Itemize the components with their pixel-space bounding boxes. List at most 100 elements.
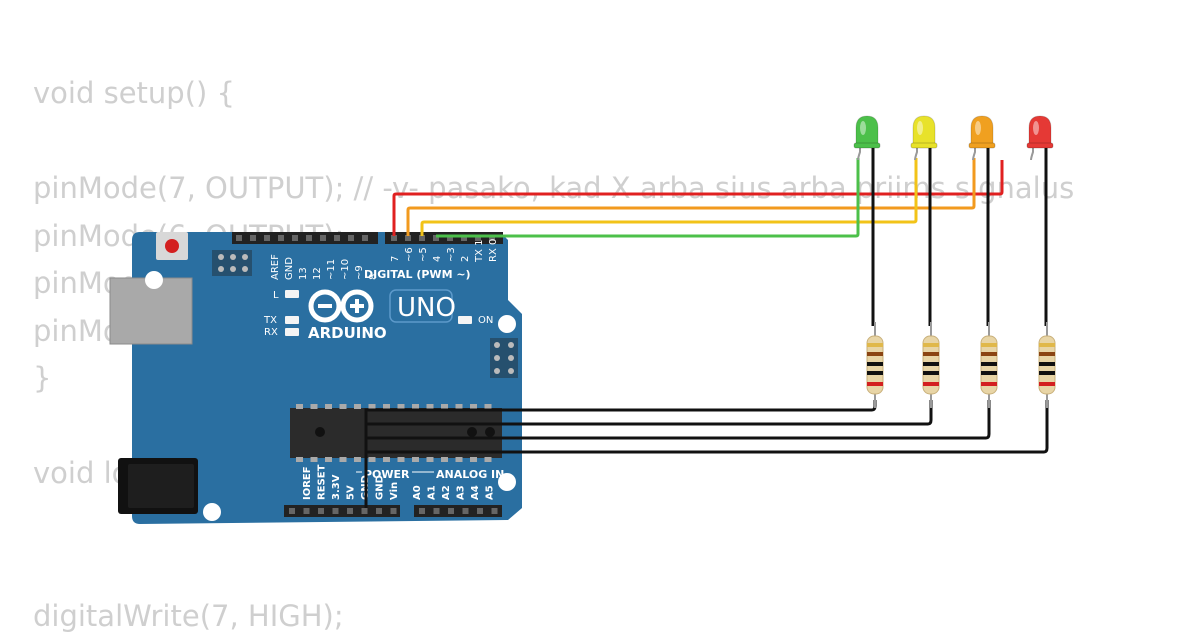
mounting-hole: [498, 315, 516, 333]
top-pin-label: TX 1: [474, 240, 485, 264]
header-pin-hole[interactable]: [376, 508, 382, 514]
resistor-band: [981, 343, 997, 347]
led-orange[interactable]: [969, 116, 995, 326]
header-pin-hole[interactable]: [333, 508, 339, 514]
chip-pin: [296, 404, 303, 409]
top-pin-label: ~11: [326, 259, 337, 280]
icsp-header-right: [490, 338, 518, 378]
resistor-band: [867, 362, 883, 366]
header-pin-hole[interactable]: [289, 508, 295, 514]
chip-pin: [470, 457, 477, 462]
resistor[interactable]: [981, 322, 997, 408]
header-pin-hole[interactable]: [477, 508, 483, 514]
header-pin-hole[interactable]: [391, 508, 397, 514]
top-pin-label: 4: [432, 256, 443, 262]
header-pin-hole[interactable]: [334, 235, 340, 241]
icsp-header-small: [212, 250, 252, 276]
resistor-band: [981, 382, 997, 386]
led-red[interactable]: [1027, 116, 1053, 326]
chip-pin: [340, 457, 347, 462]
analog-pin-label: A4: [470, 485, 481, 500]
resistor[interactable]: [1039, 322, 1055, 408]
led-highlight: [1033, 121, 1039, 135]
digital-header-label: DIGITAL (PWM ~): [364, 268, 471, 281]
resistor-band: [867, 371, 883, 375]
header-pin-hole[interactable]: [348, 235, 354, 241]
resistor-band: [867, 343, 883, 347]
header-pin-hole[interactable]: [292, 235, 298, 241]
resistor[interactable]: [867, 322, 883, 408]
led-dome: [913, 116, 935, 146]
signal-wires: [394, 158, 1002, 236]
power-pin-label: Vin: [389, 482, 400, 500]
chip-pin: [296, 457, 303, 462]
led-highlight: [860, 121, 866, 135]
header-pin-hole[interactable]: [492, 508, 498, 514]
led-dome: [856, 116, 878, 146]
header-pin-hole[interactable]: [419, 508, 425, 514]
header-pin-hole[interactable]: [278, 235, 284, 241]
chip-pin: [412, 404, 419, 409]
led-leg: [1031, 148, 1033, 160]
header-pin-hole[interactable]: [362, 508, 368, 514]
header-pin-hole[interactable]: [250, 235, 256, 241]
header-pin-hole[interactable]: [463, 508, 469, 514]
plus-sign-v: [355, 299, 359, 313]
analog-pin-label: A1: [427, 485, 438, 500]
power-pin-label: 3.3V: [331, 474, 342, 500]
led-highlight: [917, 121, 923, 135]
led-l: [285, 290, 299, 298]
resistor-band: [1039, 371, 1055, 375]
analog-pin-label: A3: [456, 485, 467, 500]
resistor-band: [867, 352, 883, 356]
header-pin-hole[interactable]: [236, 235, 242, 241]
top-pin-label: 7: [390, 256, 401, 262]
reset-button-cap[interactable]: [165, 239, 179, 253]
mounting-hole: [145, 271, 163, 289]
wire-pin5-yellow-led[interactable]: [422, 158, 916, 236]
led-rim: [854, 143, 880, 148]
resistor-band: [981, 362, 997, 366]
uno-model-text: UNO: [397, 293, 456, 323]
resistor-band: [1039, 343, 1055, 347]
resistor-band: [923, 371, 939, 375]
top-pin-label: GND: [284, 257, 295, 280]
chip-pin: [427, 404, 434, 409]
led-l-label: L: [273, 290, 279, 301]
chip-pin: [325, 457, 332, 462]
analog-pin-label: A5: [485, 485, 496, 500]
chip-pin: [340, 404, 347, 409]
led-highlight: [975, 121, 981, 135]
chip-pin: [354, 457, 361, 462]
barrel-jack-inner: [128, 464, 194, 508]
header-pin-hole[interactable]: [306, 235, 312, 241]
header-pin-hole[interactable]: [264, 235, 270, 241]
led-tx: [285, 316, 299, 324]
wire-pin7-red-led[interactable]: [394, 160, 1002, 236]
resistor-group: [867, 322, 1055, 408]
chip-pin: [398, 404, 405, 409]
resistor-band: [923, 352, 939, 356]
header-pin-hole[interactable]: [347, 508, 353, 514]
wire-pin4-green-led[interactable]: [436, 158, 858, 236]
resistor-band: [1039, 362, 1055, 366]
power-pin-label: GND: [375, 475, 386, 500]
header-pin-hole[interactable]: [318, 508, 324, 514]
top-pin-label: ~10: [340, 259, 351, 280]
led-rim: [1027, 143, 1053, 148]
analog-pin-label: A2: [441, 485, 452, 500]
power-pin-label: 5V: [346, 485, 357, 500]
chip-pin: [398, 457, 405, 462]
analog-header-label: ANALOG IN: [436, 468, 504, 481]
chip-pin: [354, 404, 361, 409]
header-pin-hole[interactable]: [320, 235, 326, 241]
resistor[interactable]: [923, 322, 939, 408]
analog-header: [414, 505, 502, 517]
header-pin-hole[interactable]: [434, 508, 440, 514]
header-pin-hole[interactable]: [448, 508, 454, 514]
wire-pin6-orange-led[interactable]: [408, 158, 974, 236]
header-pin-hole[interactable]: [304, 508, 310, 514]
header-pin-hole[interactable]: [362, 235, 368, 241]
